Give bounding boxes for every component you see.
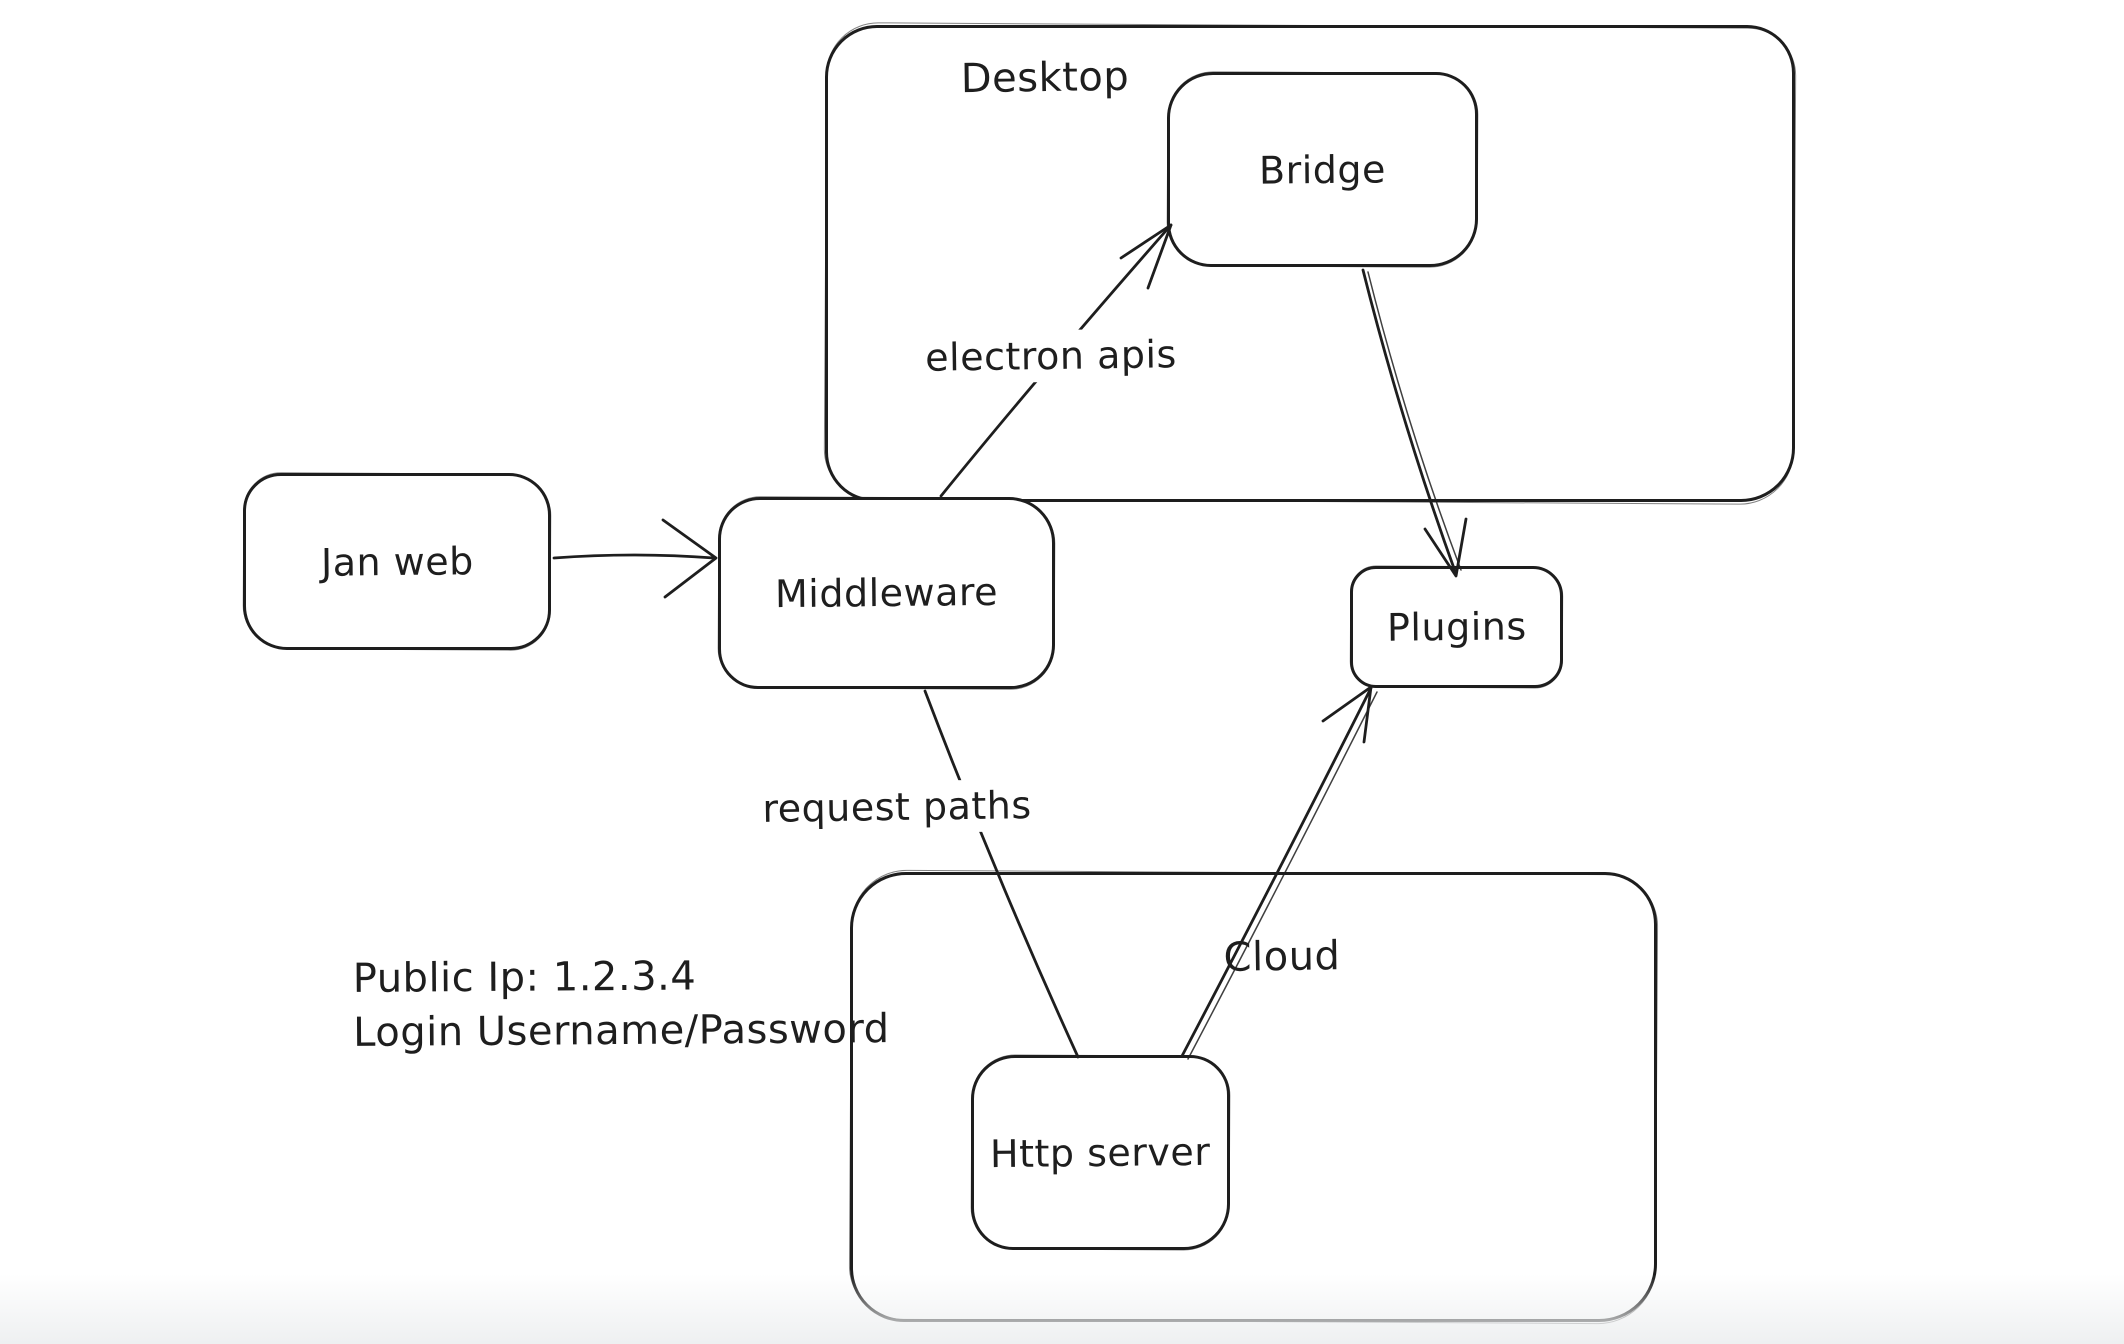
node-bridge-label: Bridge: [1258, 146, 1387, 193]
edge-middleware-to-http-server[interactable]: [923, 689, 1080, 1059]
edge-middleware-to-http-server-label[interactable]: request paths: [750, 778, 1044, 836]
node-middleware-label: Middleware: [774, 569, 999, 617]
edge-bridge-to-plugins[interactable]: [1361, 268, 1458, 576]
node-plugins[interactable]: Plugins: [1350, 566, 1563, 688]
edge-bridge-to-plugins-ghost-stroke: [1367, 271, 1462, 571]
container-desktop[interactable]: [825, 25, 1795, 502]
node-bridge[interactable]: Bridge: [1167, 72, 1478, 267]
container-desktop-label[interactable]: Desktop: [960, 53, 1130, 103]
node-jan-web-label: Jan web: [320, 538, 474, 585]
node-plugins-label: Plugins: [1386, 604, 1527, 650]
edge-jan-web-to-middleware-arrowhead: [661, 518, 718, 599]
node-http-server-label: Http server: [990, 1129, 1211, 1176]
edge-http-server-to-plugins-ghost-stroke: [1187, 691, 1378, 1060]
node-middleware[interactable]: Middleware: [718, 497, 1055, 689]
edge-middleware-to-bridge-arrowhead: [1119, 223, 1173, 290]
node-http-server[interactable]: Http server: [971, 1055, 1230, 1250]
note-login-line: Login Username/Password: [353, 1006, 890, 1056]
edge-middleware-to-bridge-label[interactable]: electron apis: [912, 328, 1190, 384]
node-jan-web[interactable]: Jan web: [243, 473, 551, 650]
container-cloud-label[interactable]: Cloud: [1223, 933, 1341, 981]
edge-bridge-to-plugins-arrowhead: [1423, 517, 1468, 578]
edge-jan-web-to-middleware[interactable]: [552, 553, 716, 560]
edge-http-server-to-plugins[interactable]: [1180, 686, 1373, 1058]
note-public-ip-line: Public Ip: 1.2.3.4: [352, 953, 697, 1002]
edge-http-server-to-plugins-arrowhead: [1321, 685, 1373, 744]
note-credentials[interactable]: Public Ip: 1.2.3.4 Login Username/Passwo…: [353, 948, 890, 1060]
